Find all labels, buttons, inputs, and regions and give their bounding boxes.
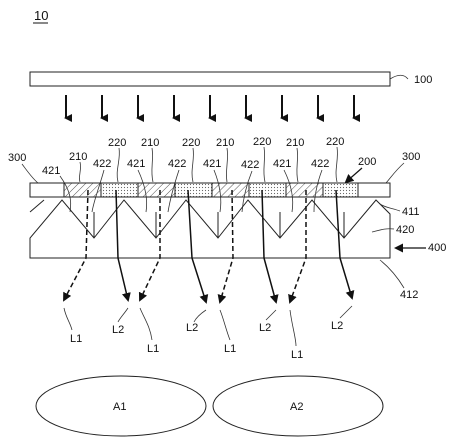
- prism-label: 421: [127, 158, 145, 170]
- segment-label: 210: [286, 137, 304, 149]
- ray-L2: [262, 190, 276, 302]
- frame-leader-left: [22, 164, 38, 183]
- ray-L2: [188, 190, 206, 302]
- ray-label: L1: [224, 343, 236, 355]
- top-plate-leader: [390, 75, 408, 79]
- ray-L1: [140, 190, 160, 300]
- film-segment-220: [323, 183, 358, 197]
- ray-label: L1: [147, 343, 159, 355]
- film-segment-210: [138, 183, 175, 197]
- top-plate-label: 100: [414, 74, 432, 86]
- prism-label: 422: [93, 158, 111, 170]
- film-segment-210: [212, 183, 249, 197]
- prism-label: 421: [203, 158, 221, 170]
- frame-label-left: 300: [8, 152, 26, 164]
- lens-bottom-label: 412: [400, 289, 418, 301]
- film-segment-220: [249, 183, 286, 197]
- ray-leaders: [64, 306, 352, 346]
- film-segment-210: [286, 183, 323, 197]
- film-segment-220: [101, 183, 138, 197]
- lens-label: 400: [428, 242, 446, 254]
- segment-label: 210: [216, 137, 234, 149]
- ray-label: L1: [70, 333, 82, 345]
- ray-label: L2: [186, 322, 198, 334]
- prism-label: 421: [273, 158, 291, 170]
- prism-label: 422: [311, 158, 329, 170]
- ray-label: L1: [291, 349, 303, 361]
- ray-label: L2: [259, 322, 271, 334]
- ray-L2: [336, 190, 352, 298]
- lens-mid-label: 420: [396, 224, 414, 236]
- film-label: 200: [358, 156, 376, 168]
- prism-lens: [30, 200, 390, 258]
- region-a2-label: A2: [290, 401, 303, 413]
- lens-mid-leader: [372, 229, 394, 232]
- frame-leader-right: [386, 163, 404, 183]
- prism-label: 422: [168, 158, 186, 170]
- film-segment-220: [175, 183, 212, 197]
- prism-label: 421: [42, 165, 60, 177]
- lens-top-label: 411: [402, 206, 420, 218]
- segment-label: 220: [253, 136, 271, 148]
- prism-label: 422: [241, 159, 259, 171]
- ray-label: L2: [112, 324, 124, 336]
- film-layer: [64, 183, 358, 197]
- prism-facets: [30, 200, 344, 238]
- segment-label: 220: [108, 137, 126, 149]
- frame-label-right: 300: [402, 151, 420, 163]
- top-plate: [30, 72, 390, 86]
- ray-labels: L1 L2 L1 L2 L1 L2 L1 L2: [70, 320, 343, 361]
- region-a1-label: A1: [113, 401, 126, 413]
- film-leader: [346, 168, 362, 182]
- ray-L2: [116, 190, 128, 300]
- incident-light-arrows: [66, 95, 354, 118]
- lens-bottom-leader: [380, 260, 404, 288]
- segment-label: 210: [141, 137, 159, 149]
- segment-label: 210: [69, 151, 87, 163]
- segment-label: 220: [326, 136, 344, 148]
- light-rays: [64, 190, 352, 302]
- ray-label: L2: [331, 320, 343, 332]
- figure-number: 10: [34, 8, 48, 23]
- film-segment-210: [64, 183, 101, 197]
- ray-L1: [220, 190, 233, 302]
- segment-label: 220: [182, 137, 200, 149]
